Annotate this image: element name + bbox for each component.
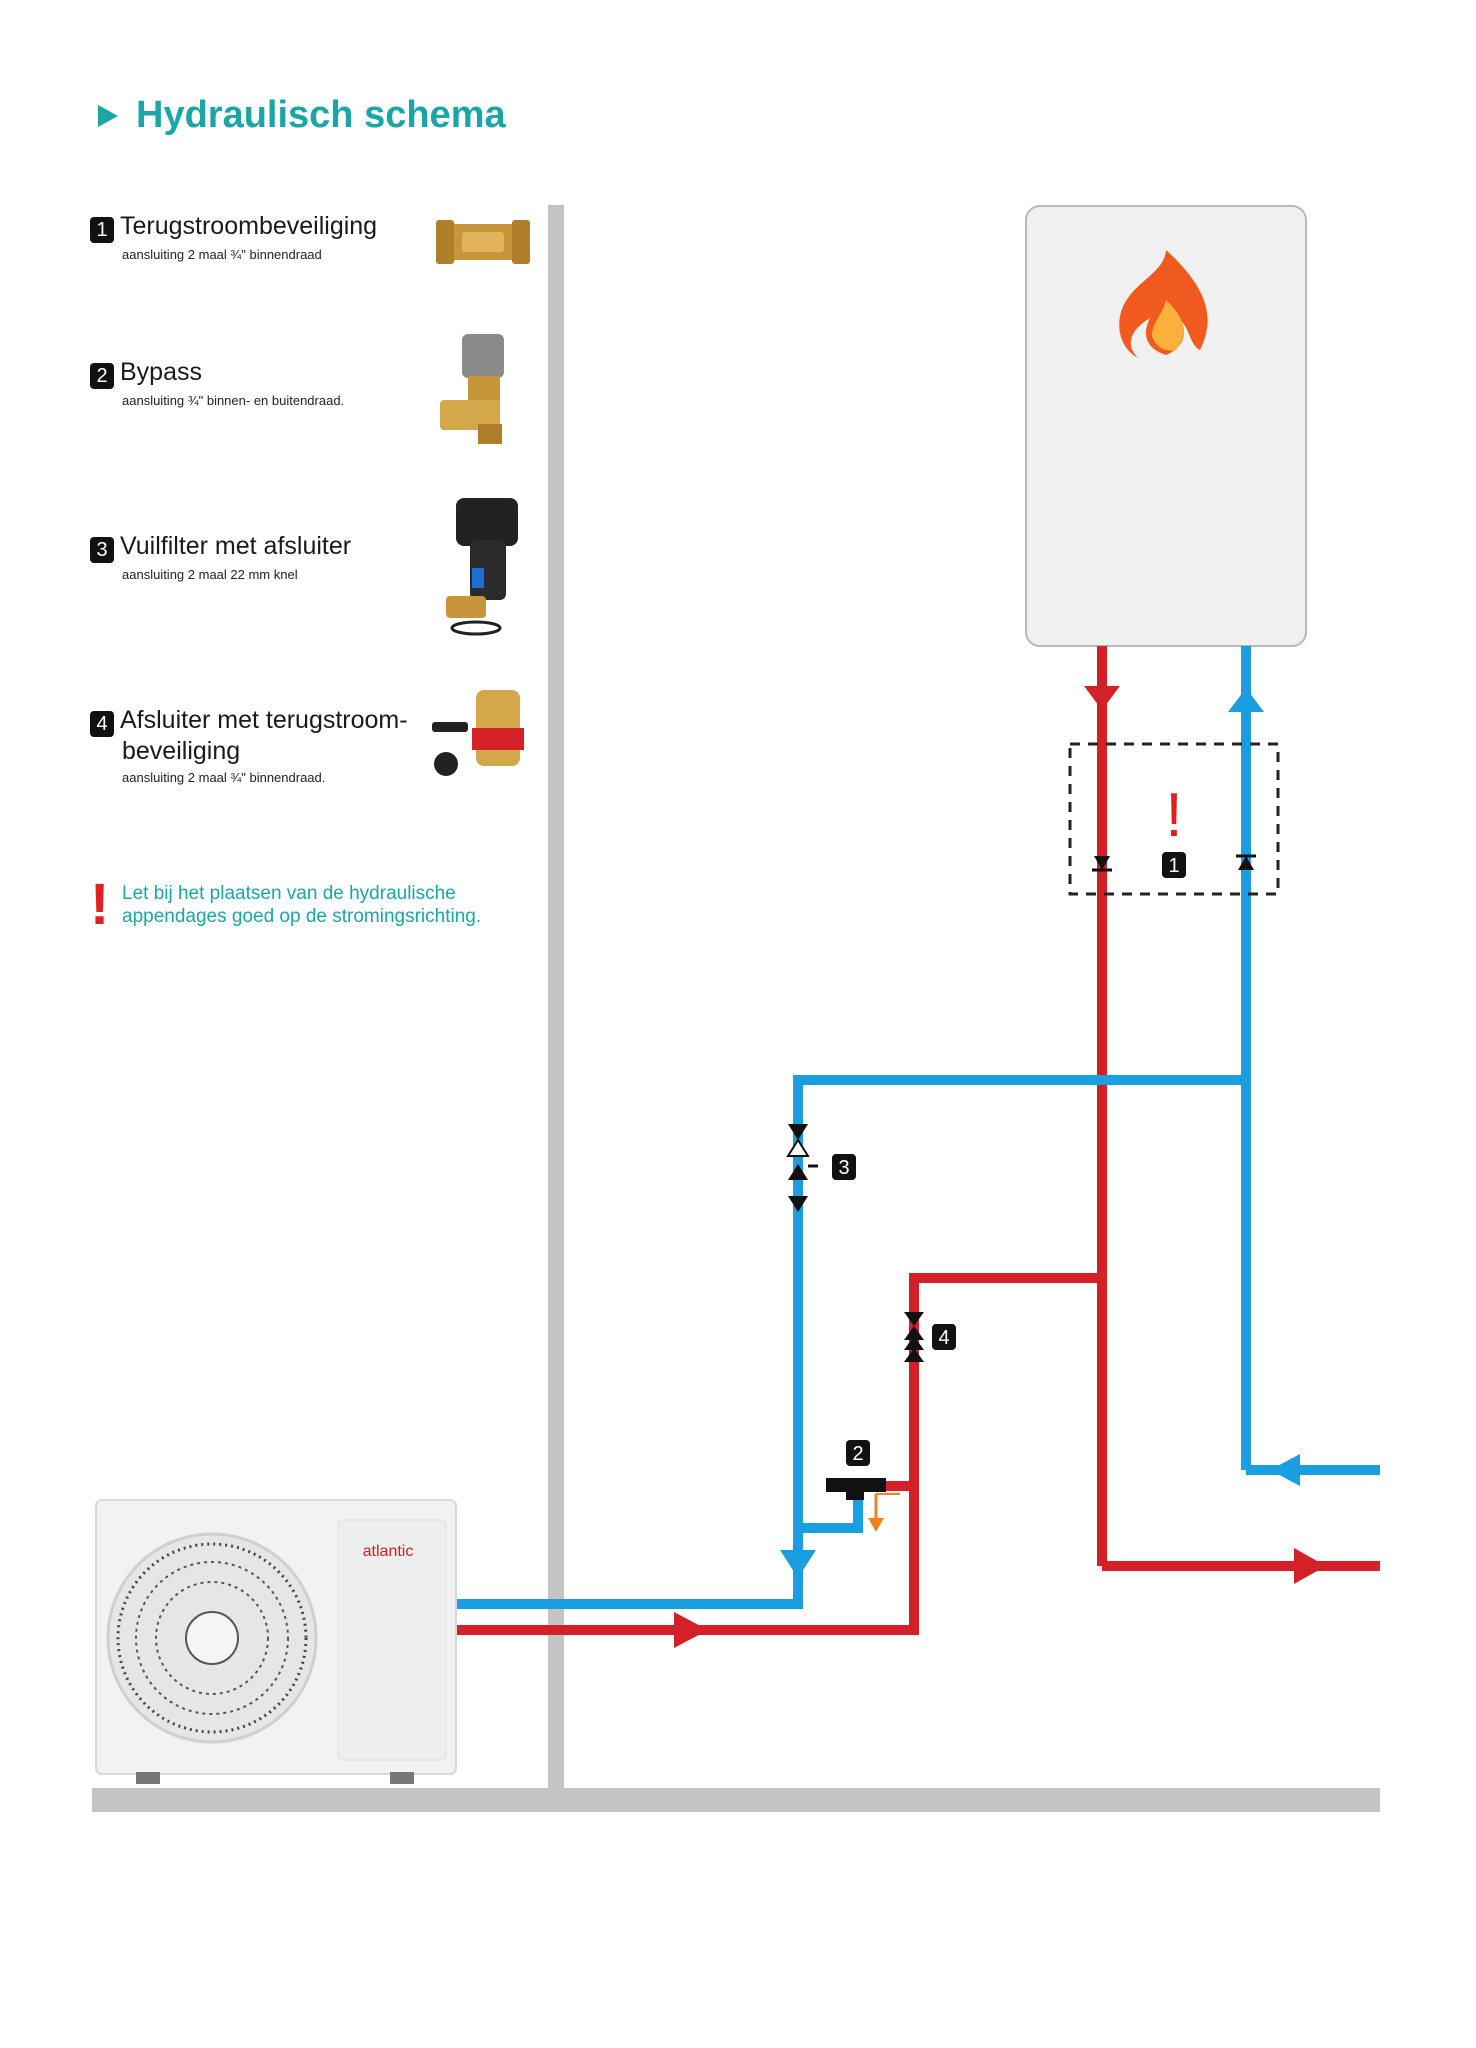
flow-arrow-left-icon (1270, 1454, 1300, 1486)
label-badge-4 (932, 1324, 956, 1350)
outdoor-heat-pump-unit (95, 1499, 457, 1784)
label-badge-3 (832, 1154, 856, 1180)
legend-number-badge: 1 (90, 216, 114, 243)
flow-arrow-up-icon (1228, 688, 1264, 712)
label-badge-2 (846, 1440, 870, 1466)
label-4: 4 (938, 1327, 949, 1349)
legend-subtitle: aansluiting 2 maal ¾" binnendraad. (122, 769, 326, 785)
legend-subtitle: aansluiting 2 maal 22 mm knel (122, 566, 298, 582)
legend-number-badge: 3 (90, 536, 114, 563)
legend-subtitle: aansluiting ¾" binnen- en buitendraad. (122, 392, 345, 408)
legend-title-line2: beveiliging (122, 736, 241, 765)
label-3: 3 (838, 1157, 849, 1179)
flow-direction-warning: ! Let bij het plaatsen van de hydraulisc… (90, 876, 481, 934)
label-2: 2 (852, 1443, 863, 1465)
warning-text: Let bij het plaatsen van de hydraulische… (122, 876, 481, 928)
legend-number-badge: 2 (90, 362, 114, 389)
label-badge-1 (1162, 852, 1186, 878)
page-title: Hydraulisch schema (136, 94, 506, 136)
bypass-symbol (826, 1478, 900, 1532)
flow-arrow-right-icon (1294, 1548, 1326, 1584)
boiler-unit (1025, 205, 1307, 647)
shutoff-valve-symbol (904, 1312, 924, 1362)
magnetic-filter-icon (446, 498, 518, 636)
check-valve-symbol (1092, 854, 1256, 872)
legend-title: Bypass (120, 358, 202, 386)
return-pipes (456, 646, 1380, 1609)
legend-subtitle: aansluiting 2 maal ¾" binnendraad (122, 246, 322, 262)
warning-text-line2: appendages goed op de stromingsrichting. (122, 906, 482, 927)
flame-icon (1119, 250, 1208, 358)
flow-arrow-down-icon (1084, 686, 1120, 710)
floor (92, 1788, 1380, 1812)
outdoor-unit-brand: atlantic (363, 1543, 414, 1560)
title-arrow-icon (98, 104, 118, 127)
wall-vertical (548, 205, 564, 1791)
warning-exclamation-icon: ! (90, 872, 110, 937)
title-row: Hydraulisch schema (98, 94, 506, 137)
flow-arrow-down-icon (780, 1550, 816, 1578)
legend-title-line1: Afsluiter met terugstroom- (120, 706, 408, 734)
filter-valve-symbol (786, 1124, 818, 1212)
legend-number-badge: 4 (90, 710, 114, 737)
brass-check-valve-icon (436, 220, 530, 264)
flow-arrow-right-icon (674, 1612, 708, 1648)
bypass-valve-icon (440, 334, 504, 444)
boiler-warning-mark: ! (1165, 781, 1182, 850)
warning-text-line1: Let bij het plaatsen van de hydraulische (122, 883, 456, 904)
legend-title: Terugstroombeveiliging (120, 212, 378, 240)
label-1: 1 (1168, 855, 1179, 877)
legend-title: Vuilfilter met afsluiter (120, 532, 352, 560)
ball-valve-icon (432, 690, 524, 776)
